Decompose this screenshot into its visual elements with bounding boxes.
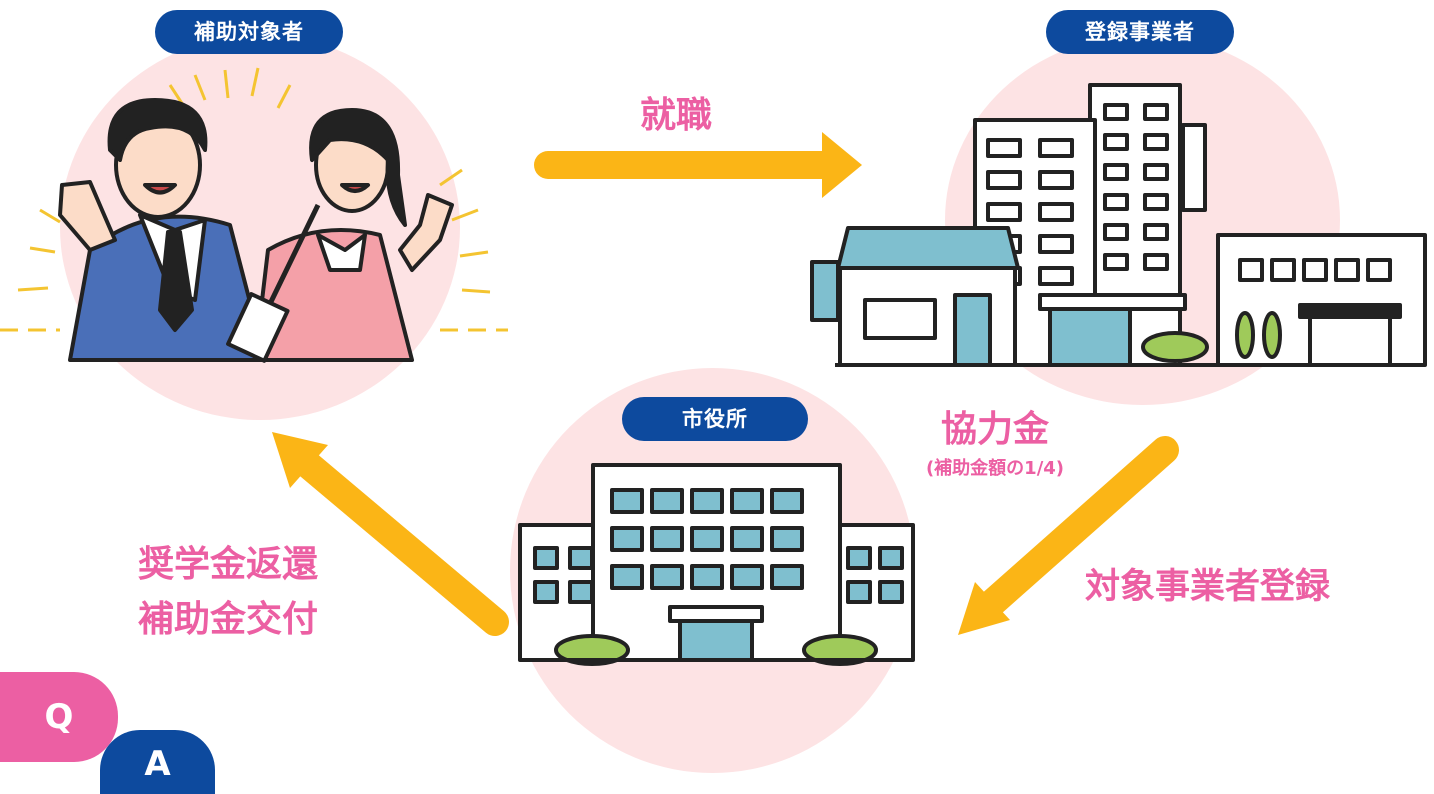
registration-label: 対象事業者登録	[1085, 567, 1331, 607]
question-mark: Q	[0, 672, 118, 762]
scholarship-label-line1: 奨学金返還	[138, 544, 319, 585]
diagram-illustrations	[0, 67, 1427, 666]
cooperation-label: 協力金	[940, 409, 1049, 450]
arrow-scholarship	[272, 432, 509, 636]
answer-mark: A	[100, 730, 215, 794]
business-buildings-illustration	[810, 83, 1427, 367]
business-badge: 登録事業者	[1046, 10, 1234, 54]
subject-badge: 補助対象者	[155, 10, 343, 54]
arrow-employment	[534, 132, 862, 198]
employment-label: 就職	[640, 95, 713, 136]
people-illustration	[0, 67, 508, 363]
arrow-registration	[958, 436, 1179, 635]
city-hall-illustration	[518, 463, 915, 666]
city-badge: 市役所	[622, 397, 808, 441]
cooperation-note: (補助金額の1/4)	[925, 458, 1065, 479]
scholarship-label-line2: 補助金交付	[138, 599, 319, 640]
